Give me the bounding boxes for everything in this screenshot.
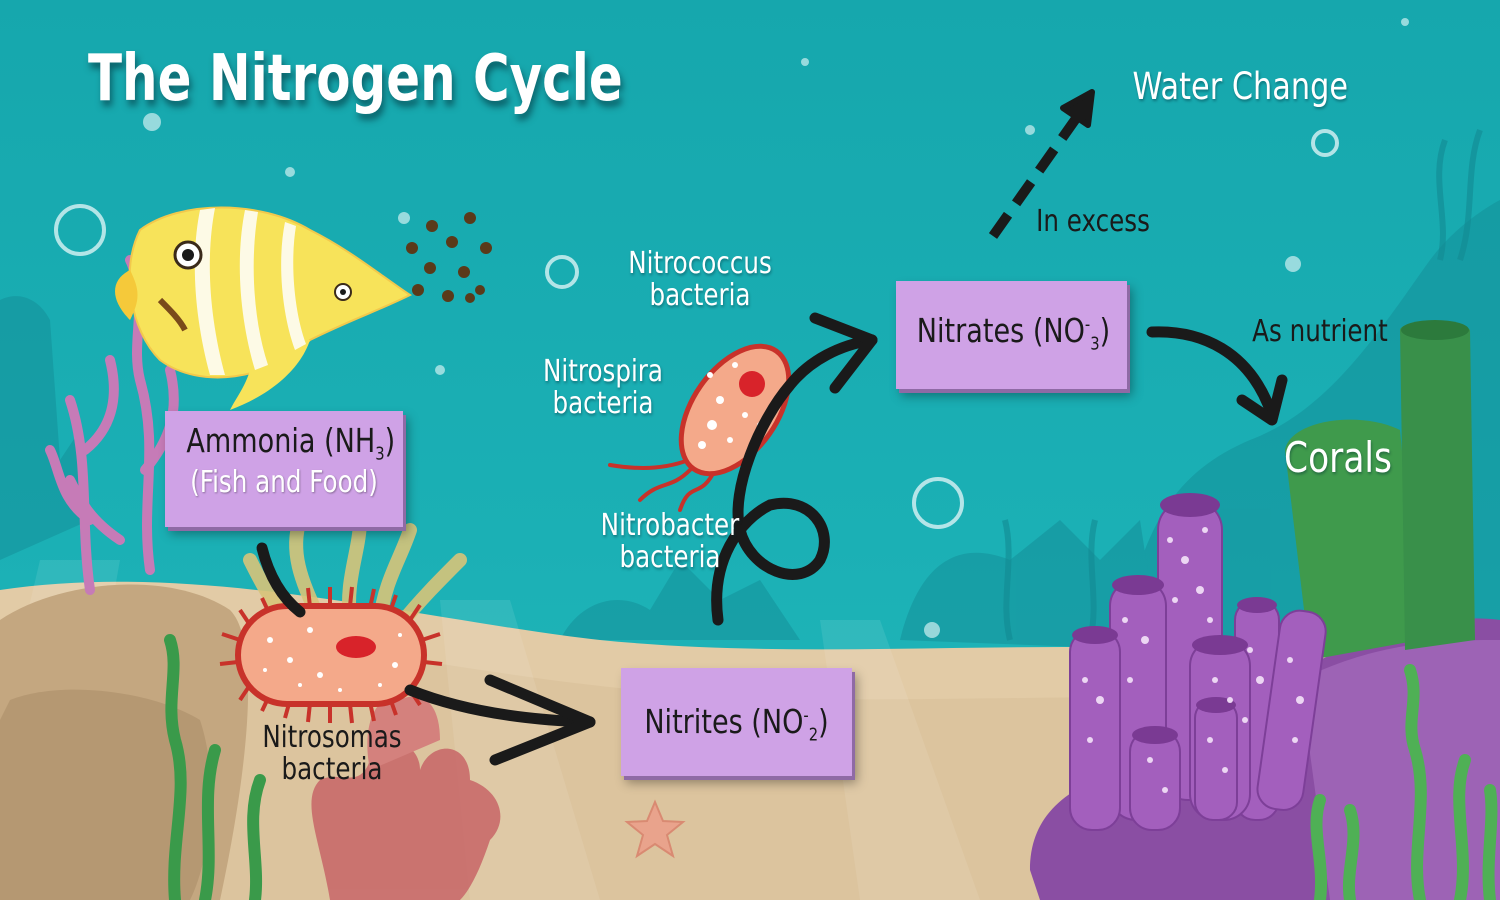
corals-label: Corals	[1284, 433, 1392, 482]
red-coral	[311, 696, 501, 900]
nitrobacter-name: Nitrobacter	[600, 508, 740, 543]
nitrates-close: )	[1099, 311, 1111, 350]
nitrites-close: )	[818, 702, 829, 741]
in-excess-label: In excess	[1036, 204, 1150, 239]
nitrobacter-type: bacteria	[619, 539, 721, 575]
nitrates-subscript: 3	[1090, 333, 1100, 355]
starfish-icon	[624, 799, 686, 859]
nitrobacter-label: Nitrobacter bacteria	[588, 510, 752, 573]
nitrococcus-type: bacteria	[649, 277, 751, 313]
cycle-arrows	[256, 312, 1288, 766]
ammonia-close: )	[384, 421, 396, 460]
arrow-nitrites-to-nitrates	[711, 334, 878, 626]
tube-sponge	[1285, 320, 1475, 660]
ammonia-detail: (Fish and Food)	[190, 464, 378, 500]
nitrites-box: Nitrites (NO-2)	[621, 668, 852, 776]
nitrites-subscript: 2	[808, 724, 819, 746]
ammonia-box: Ammonia (NH3) (Fish and Food)	[165, 411, 403, 527]
arrow-nitrates-to-corals	[1146, 326, 1278, 421]
arrow-ammonia-to-nitrosomas	[256, 542, 306, 618]
food-pellets-icon	[406, 212, 492, 303]
nitrates-superscript: -	[1084, 314, 1091, 335]
butterflyfish-icon	[115, 206, 412, 410]
nitrosomas-bacterium-icon	[219, 586, 443, 724]
ammonia-subscript: 3	[375, 443, 385, 465]
nitrococcus-label: Nitrococcus bacteria	[618, 248, 782, 311]
arrow-nitrosomas-to-nitrites	[404, 684, 596, 728]
nitrospira-label: Nitrospira bacteria	[529, 356, 677, 419]
bubble-icon	[54, 129, 1339, 529]
seaweed-icon	[164, 634, 266, 900]
nitrosomas-name: Nitrosomas	[262, 720, 402, 755]
nitrospira-name: Nitrospira	[543, 354, 663, 389]
ammonia-name: Ammonia (NH	[186, 421, 376, 460]
coral-icon	[1069, 493, 1327, 831]
as-nutrient-label: As nutrient	[1252, 314, 1388, 349]
nitrospira-type: bacteria	[552, 385, 654, 421]
nitrococcus-name: Nitrococcus	[628, 246, 772, 281]
branching-coral	[45, 255, 179, 595]
arrow-water-change	[988, 107, 1087, 239]
nitrites-name: Nitrites (NO	[644, 702, 804, 741]
nitrates-name: Nitrates (NO	[916, 311, 1085, 350]
nitrosomas-type: bacteria	[281, 751, 383, 787]
page-title: The Nitrogen Cycle	[88, 42, 623, 116]
nitrosomas-label: Nitrosomas bacteria	[250, 722, 414, 785]
nitrites-superscript: -	[803, 705, 809, 726]
nitrates-box: Nitrates (NO-3)	[896, 281, 1127, 389]
water-change-label: Water Change	[1132, 65, 1348, 108]
